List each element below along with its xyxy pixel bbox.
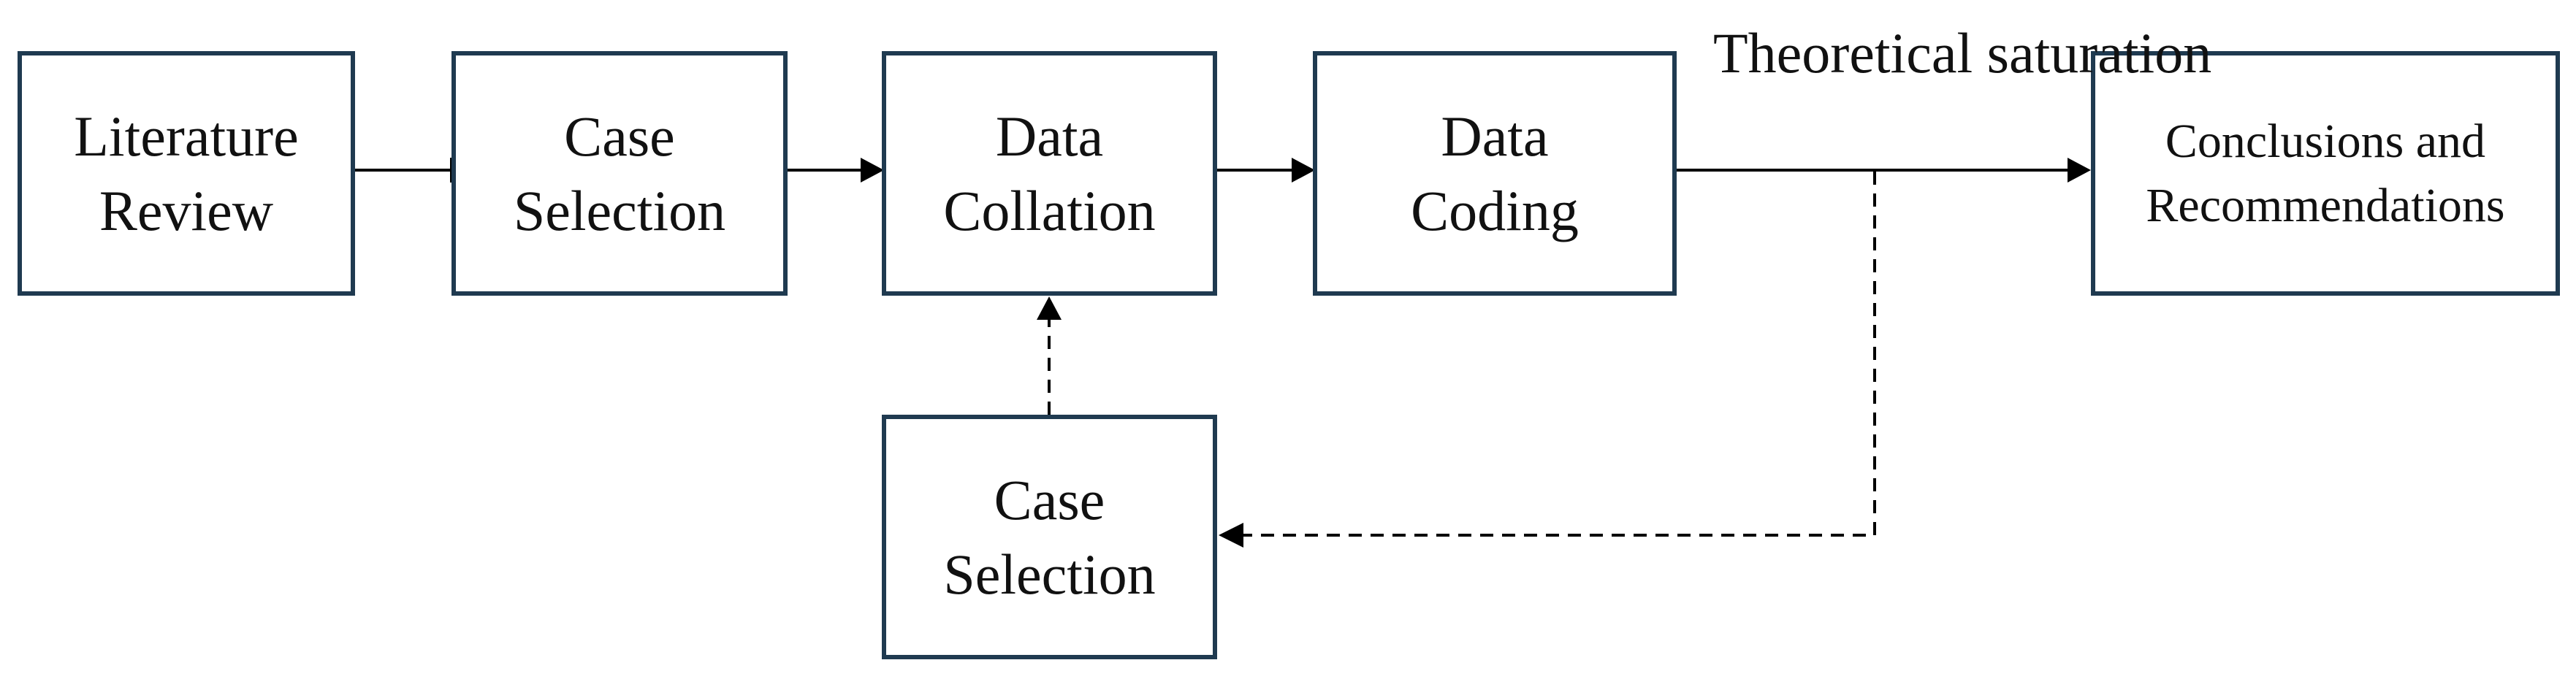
data-collation-line1: Data [995,104,1104,168]
case-selection-line1: Case [564,104,675,168]
data-coding-line2: Coding [1411,178,1579,242]
arrowhead-collation-to-coding [1292,158,1315,183]
conclusions-recommendations-box: Conclusions and Recommendations [2091,51,2560,296]
case-selection-box: Case Selection [451,51,788,296]
case-selection-loop-line2: Selection [943,542,1156,606]
theoretical-saturation-label: Theoretical saturation [1713,16,2211,91]
data-coding-line1: Data [1441,104,1549,168]
data-coding-box: Data Coding [1313,51,1677,296]
case-selection-loop-line1: Case [994,467,1105,532]
data-collation-line2: Collation [943,178,1156,242]
conclusions-line2: Recommendations [2146,178,2505,232]
arrowhead-case-to-collation [861,158,884,183]
conclusions-line1: Conclusions and [2165,114,2486,168]
saturation-line2: saturation [1986,21,2212,85]
case-selection-line2: Selection [513,178,726,242]
literature-review-line2: Review [99,178,274,242]
literature-review-box: Literature Review [18,51,355,296]
arrowhead-case-selection-to-collation [1037,296,1062,320]
saturation-line1: Theoretical [1713,21,1973,85]
arrowhead-loop-to-case-selection [1219,523,1243,548]
data-collation-box: Data Collation [882,51,1217,296]
case-selection-loop-box: Case Selection [882,415,1217,659]
arrowhead-coding-to-conclusions [2068,158,2091,183]
dashed-loop-to-case-selection [1242,172,1876,537]
literature-review-line1: Literature [74,104,299,168]
